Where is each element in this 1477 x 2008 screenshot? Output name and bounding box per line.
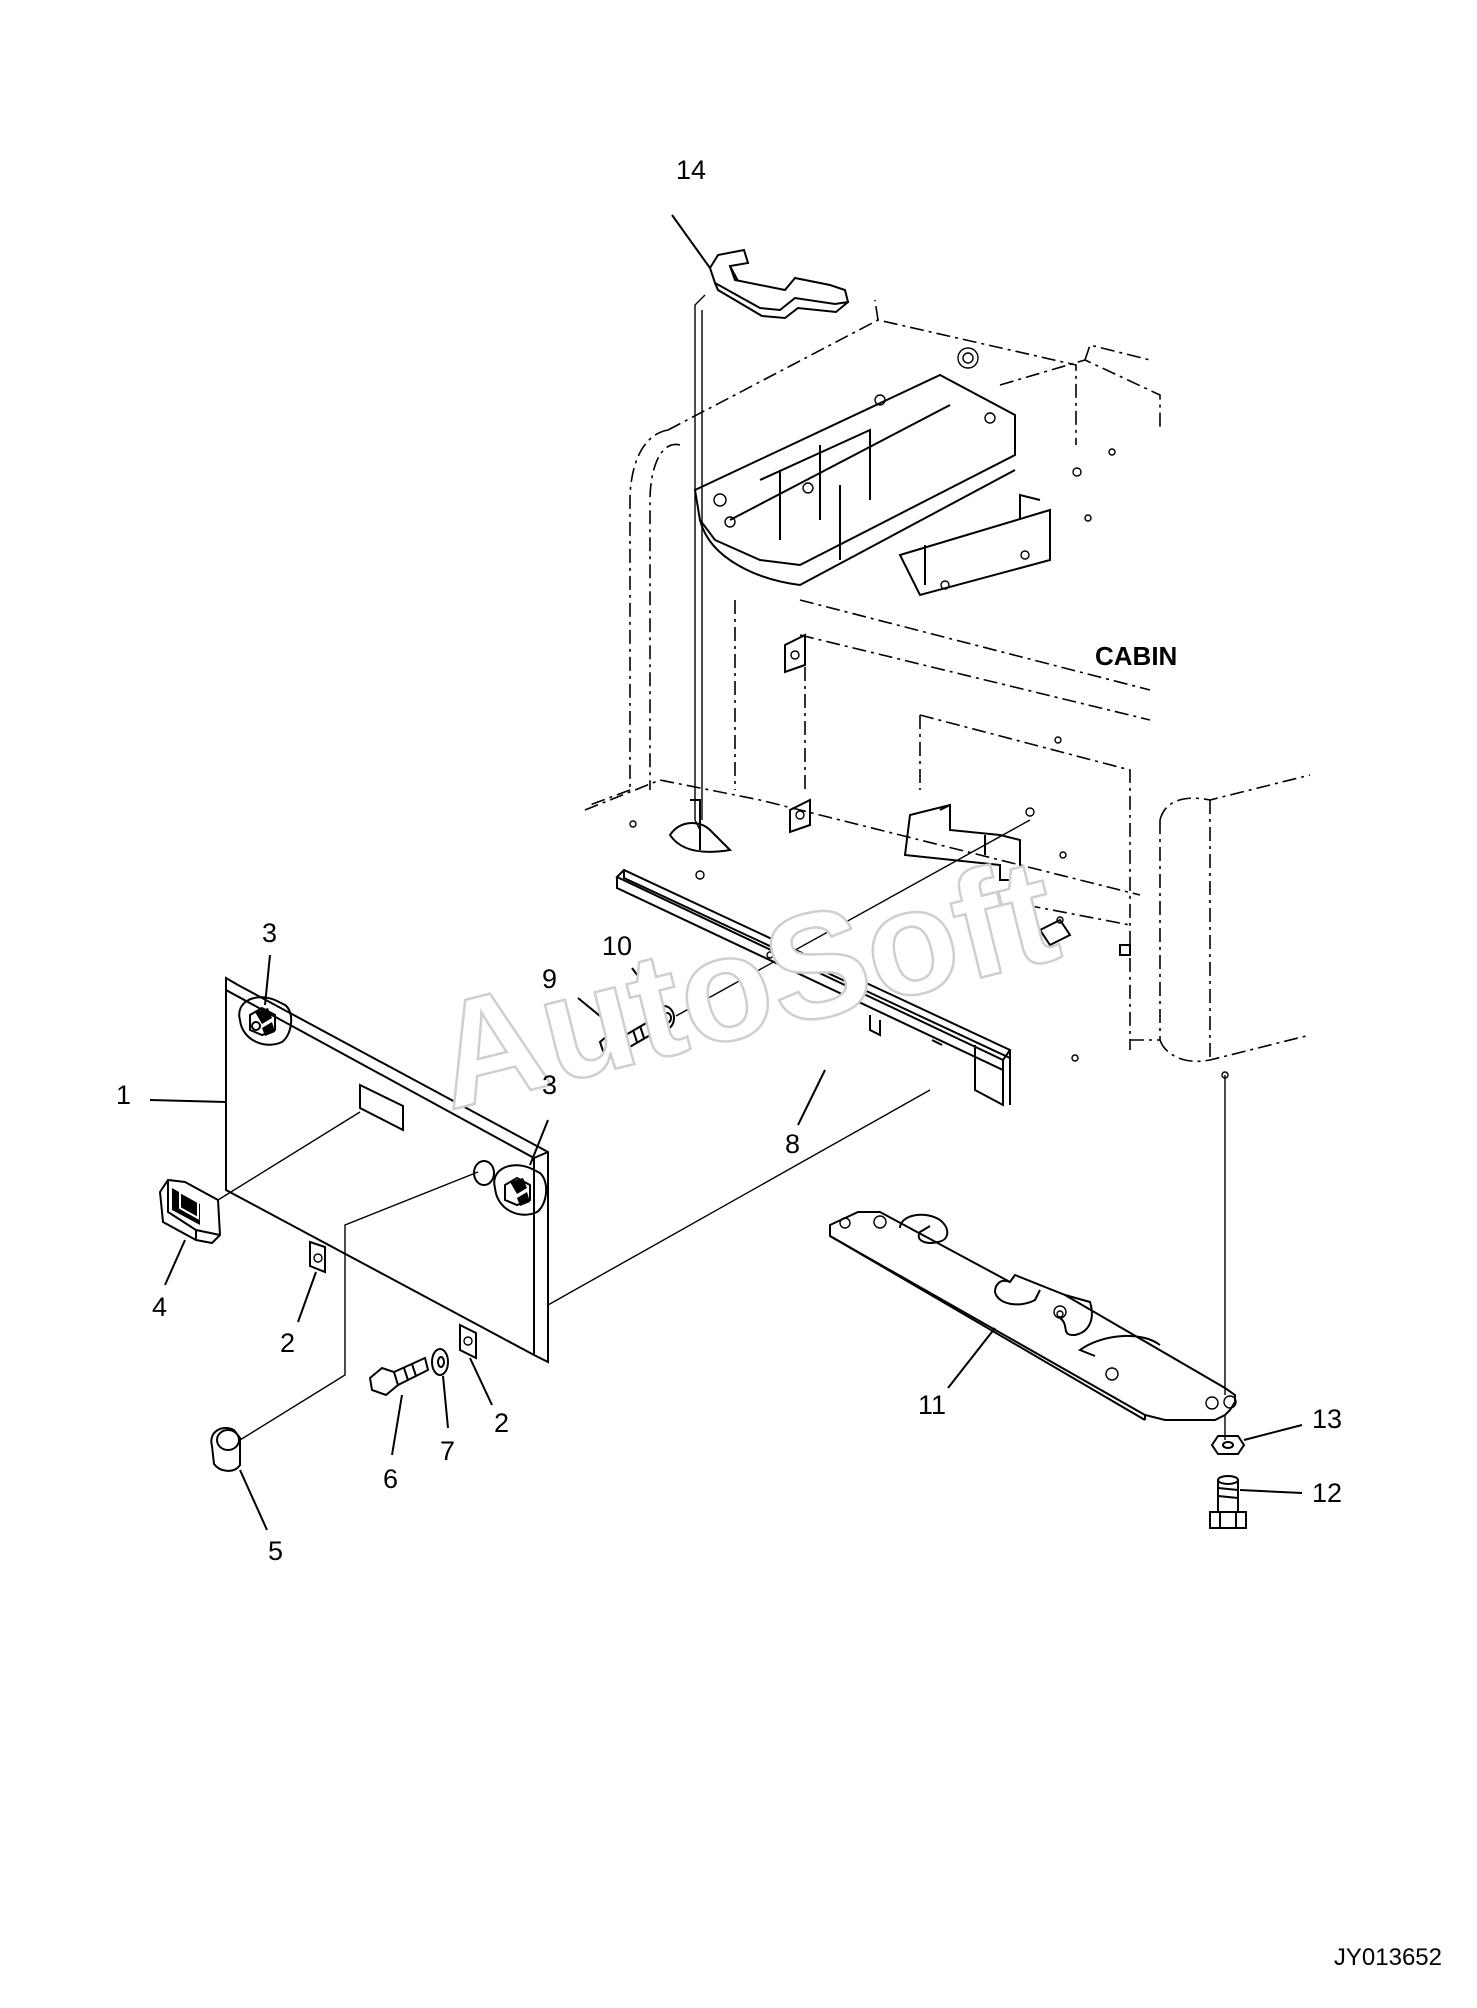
- part-2-clip-right: [459, 1323, 477, 1360]
- part-11-base-plate: [829, 1211, 1237, 1421]
- part-3-leader-upper: [264, 954, 271, 1006]
- part-2-leader-left: [297, 1271, 317, 1323]
- part-5-guide-line: [239, 1171, 479, 1441]
- part-14-guide-line: [694, 294, 706, 831]
- callout-6: 6: [383, 1464, 398, 1494]
- part-9-leader: [577, 997, 623, 1035]
- callout-3-upper: 3: [262, 918, 277, 948]
- callout-2-left: 2: [280, 1328, 295, 1358]
- callout-5-visible: 5: [268, 1536, 283, 1566]
- part-4-handle: [158, 1178, 222, 1245]
- part-7-leader: [442, 1375, 449, 1429]
- part-14-clip: [708, 248, 850, 320]
- drawing-code: JY013652: [1334, 1944, 1442, 1971]
- part-2-leader-right: [469, 1357, 493, 1406]
- part-5-plug: [210, 1427, 241, 1472]
- part-3-latch-upper: [238, 996, 293, 1046]
- callout-4: 4: [152, 1292, 167, 1322]
- callout-7: 7: [440, 1436, 455, 1466]
- callout-1: 1: [116, 1080, 131, 1110]
- part-6-leader: [391, 1394, 403, 1456]
- part-10-guide-line: [675, 819, 1031, 1017]
- part-13-leader: [1243, 1424, 1303, 1441]
- callout-2-right: 2: [494, 1408, 509, 1438]
- part-11-leader: [947, 1327, 996, 1389]
- part-8-channel-rail: [615, 868, 1012, 1107]
- callout-12: 12: [1312, 1478, 1342, 1508]
- cabin-outline: [584, 299, 1311, 1079]
- part-3-leader-lower: [529, 1119, 549, 1166]
- cabin-label: CABIN: [1095, 641, 1177, 671]
- callout-9: 9: [542, 964, 557, 994]
- part-7-washer: [431, 1348, 449, 1376]
- part-2-clip-left: [309, 1240, 326, 1274]
- part-10-leader: [631, 967, 661, 1007]
- watermark-text: AutoSoft: [417, 825, 1072, 1141]
- upper-tray-bracket: [668, 373, 1131, 956]
- callout-8: 8: [785, 1129, 800, 1159]
- part-3-latch-lower: [493, 1164, 548, 1216]
- callout-14: 14: [676, 155, 706, 185]
- part-12-bolt: [1209, 1475, 1247, 1529]
- part-5-leader: [239, 1469, 268, 1531]
- callout-3-lower: 3: [542, 1070, 557, 1100]
- part-1-cover-plate: [225, 976, 549, 1364]
- part-4-guide-line: [217, 1111, 361, 1201]
- part-12-leader: [1239, 1489, 1303, 1494]
- part-6-bolt: [368, 1356, 430, 1397]
- part-4-leader: [164, 1239, 186, 1286]
- part-14-leader: [671, 214, 711, 269]
- part-13-nut: [1210, 1435, 1246, 1455]
- part-1-leader: [149, 1099, 227, 1103]
- callout-13: 13: [1312, 1404, 1342, 1434]
- part-10-washer: [653, 1005, 675, 1031]
- callout-11: 11: [918, 1390, 946, 1420]
- part-9-bolt: [598, 1020, 654, 1060]
- part-8-leader: [797, 1069, 826, 1126]
- callout-10: 10: [602, 931, 632, 961]
- plate-to-rail-guide-line: [547, 1089, 931, 1306]
